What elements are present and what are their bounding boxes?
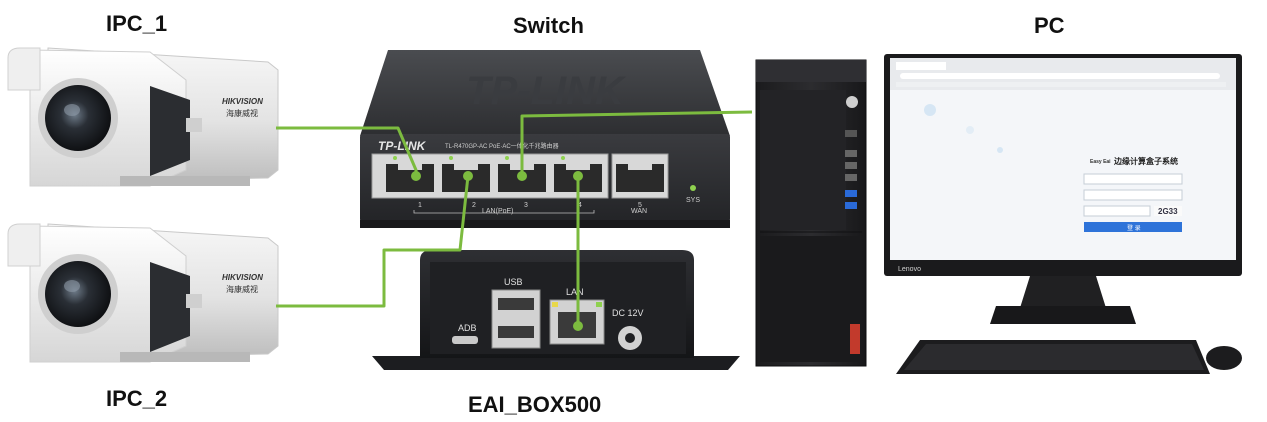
monitor-captcha: 2G33 <box>1158 207 1178 216</box>
switch-model: TL-R470GP-AC PoE·AC一体化千兆路由器 <box>445 142 559 150</box>
box-adb-label: ADB <box>458 323 477 333</box>
ipc1-brand: HIKVISION <box>222 97 263 106</box>
ipc1-brand-cn: 海康威视 <box>226 108 258 118</box>
box-dc-label: DC 12V <box>612 308 644 318</box>
switch-lan-label: LAN(PoE) <box>482 208 514 215</box>
pc-tower <box>755 59 867 367</box>
cable-connectors <box>411 171 583 331</box>
mouse <box>1206 346 1242 370</box>
switch-port-1 <box>386 156 434 192</box>
switch-sys-label: SYS <box>686 197 700 204</box>
ipc1-camera: HIKVISION 海康威视 <box>7 47 279 187</box>
switch-wan-label: WAN <box>631 208 647 215</box>
switch-top-brand: TP-LINK <box>466 69 627 113</box>
box-usb-label: USB <box>504 277 523 287</box>
box-lan-label: LAN <box>566 287 584 297</box>
port-number-4: 4 <box>578 202 582 209</box>
cable-pc-switch <box>520 110 753 176</box>
ipc2-brand-cn: 海康威视 <box>226 284 258 294</box>
eai-box-label: EAI_BOX500 <box>468 392 602 417</box>
pc-monitor: Easy Eai 边缘计算盒子系统 2G33 登 录 Lenovo <box>884 54 1242 324</box>
switch-front-brand: TP-LINK <box>378 139 427 153</box>
ipc2-label: IPC_2 <box>106 386 168 411</box>
ipc2-camera: HIKVISION 海康威视 <box>7 223 279 363</box>
eai-box-device: USB LAN ADB DC 12V <box>372 250 740 370</box>
port-number-5: 5 <box>638 202 642 209</box>
monitor-screen-logo: Easy Eai <box>1090 159 1111 165</box>
port-number-1: 1 <box>418 202 422 209</box>
keyboard <box>896 340 1210 374</box>
monitor-brand: Lenovo <box>898 266 921 273</box>
ipc1-label: IPC_1 <box>106 11 168 36</box>
monitor-screen-title: 边缘计算盒子系统 <box>1113 156 1178 166</box>
port-number-2: 2 <box>472 202 476 209</box>
switch-device: TP-LINK TP-LINK TL-R470GP-AC PoE·AC一体化千兆… <box>360 50 730 228</box>
monitor-login-button: 登 录 <box>1127 224 1141 232</box>
port-number-3: 3 <box>524 202 528 209</box>
switch-port-5 <box>616 164 664 192</box>
pc-label: PC <box>1034 13 1065 38</box>
switch-label: Switch <box>513 13 584 38</box>
cable-ipc2-switch <box>276 175 470 308</box>
ipc2-brand: HIKVISION <box>222 273 263 282</box>
